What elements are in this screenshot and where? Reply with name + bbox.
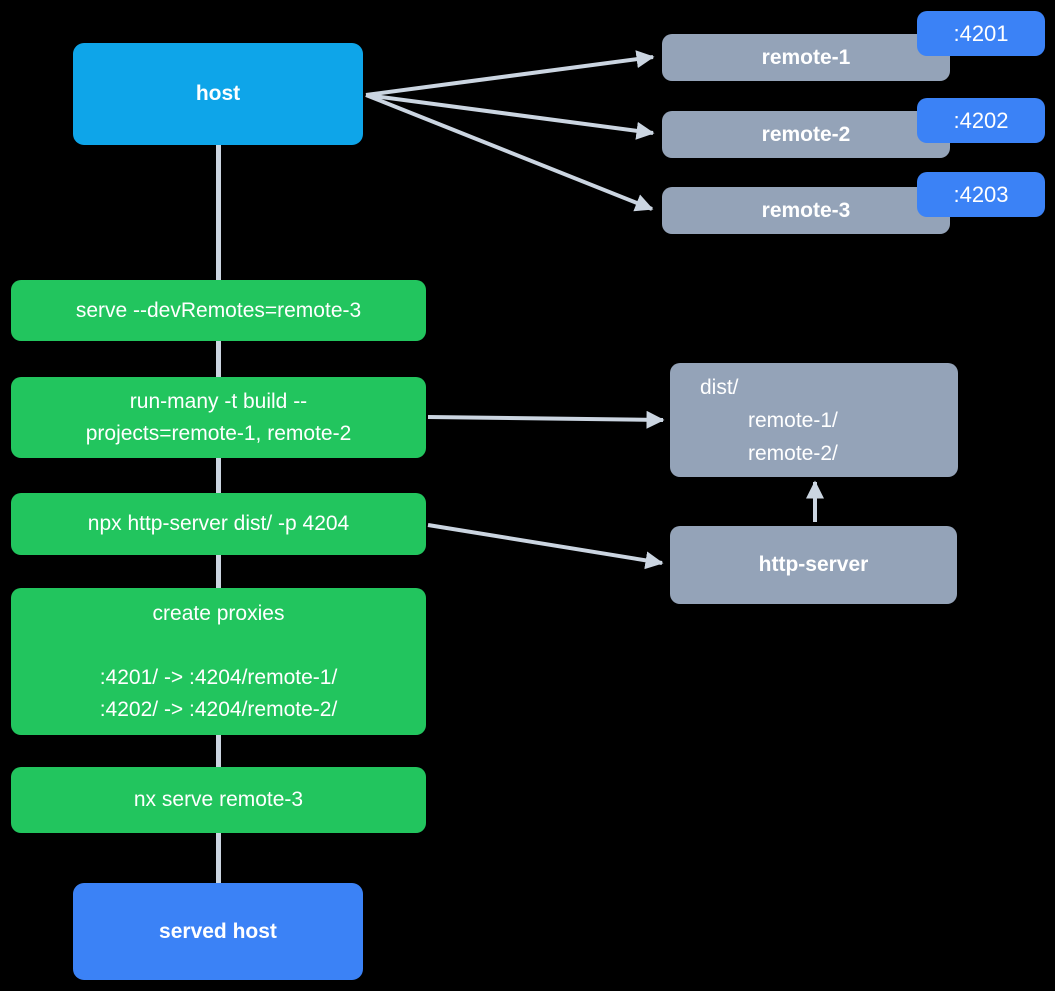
dist-folder-node: dist/ remote-1/ remote-2/ bbox=[670, 363, 958, 477]
dist-folder-line: remote-1/ bbox=[748, 408, 838, 432]
port-badge-4202-label: :4202 bbox=[953, 107, 1009, 133]
remote-2-node: remote-2 bbox=[662, 111, 950, 158]
host-label: host bbox=[195, 82, 241, 105]
command-text: :4202/ -> :4204/remote-2/ bbox=[99, 697, 338, 721]
remote-3-node: remote-3 bbox=[662, 187, 950, 234]
port-badge-4203: :4203 bbox=[917, 172, 1045, 217]
arrow-runmany-to-dist bbox=[427, 410, 665, 429]
http-server-label: http-server bbox=[758, 553, 869, 576]
command-text: create proxies bbox=[152, 601, 285, 625]
command-create-proxies: create proxies :4201/ -> :4204/remote-1/… bbox=[11, 588, 426, 735]
port-badge-4201-label: :4201 bbox=[953, 20, 1009, 46]
http-server-node: http-server bbox=[670, 526, 957, 604]
dist-folder-line: dist/ bbox=[700, 375, 739, 399]
command-nx-serve-remote-3: nx serve remote-3 bbox=[11, 767, 426, 833]
remote-1-node: remote-1 bbox=[662, 34, 950, 81]
command-text: :4201/ -> :4204/remote-1/ bbox=[99, 665, 338, 689]
remote-1-label: remote-1 bbox=[761, 45, 851, 69]
arrow-host-to-remote-3 bbox=[365, 93, 654, 212]
command-run-many-build: run-many -t build -- projects=remote-1, … bbox=[11, 377, 426, 458]
arrow-npx-to-http-server bbox=[427, 523, 664, 570]
remote-2-label: remote-2 bbox=[761, 122, 851, 146]
command-serve-devremotes: serve --devRemotes=remote-3 bbox=[11, 280, 426, 341]
dist-folder-line: remote-2/ bbox=[748, 441, 838, 465]
command-text: run-many -t build -- bbox=[129, 389, 308, 413]
served-host-label: served host bbox=[159, 919, 277, 943]
command-npx-http-server: npx http-server dist/ -p 4204 bbox=[11, 493, 426, 555]
served-host-node: served host bbox=[73, 883, 363, 980]
command-text: projects=remote-1, remote-2 bbox=[85, 421, 352, 445]
port-badge-4203-label: :4203 bbox=[953, 181, 1009, 207]
port-badge-4201: :4201 bbox=[917, 11, 1045, 56]
port-badge-4202: :4202 bbox=[917, 98, 1045, 143]
command-text: npx http-server dist/ -p 4204 bbox=[87, 512, 350, 535]
remote-3-label: remote-3 bbox=[761, 198, 851, 222]
command-text: serve --devRemotes=remote-3 bbox=[75, 298, 362, 322]
host-node: host bbox=[73, 43, 363, 145]
arrow-host-to-remote-2 bbox=[365, 93, 655, 140]
arrow-host-to-remote-1 bbox=[365, 50, 655, 97]
command-text: nx serve remote-3 bbox=[133, 788, 304, 811]
